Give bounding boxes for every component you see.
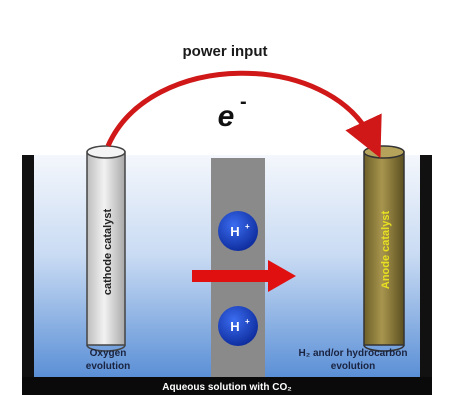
ion-top-symbol: H — [230, 224, 239, 239]
ion-bottom-symbol: H — [230, 319, 239, 334]
proton-transport-arrow — [192, 260, 296, 292]
anode-caption-line2: evolution — [331, 361, 375, 372]
anode-label: Anode catalyst — [380, 211, 392, 290]
power-input-label: power input — [183, 43, 268, 60]
cathode-caption-line1: Oxygen — [90, 348, 127, 359]
anode-electrode: Anode catalyst — [363, 145, 405, 352]
ion-top-charge: + — [245, 222, 250, 231]
solution-label-bar — [22, 377, 432, 395]
container-right-wall — [420, 155, 432, 383]
proton-ion-bottom: H + — [218, 306, 258, 346]
cathode-caption-line2: evolution — [86, 361, 130, 372]
cathode-label: cathode catalyst — [102, 209, 114, 296]
ion-bottom-charge: + — [245, 317, 250, 326]
cathode-electrode: cathode catalyst — [86, 145, 126, 352]
electron-symbol: e — [218, 100, 235, 133]
electron-charge: - — [240, 91, 247, 113]
anode-caption-line1: H₂ and/or hydrocarbon — [299, 348, 408, 359]
electron-flow-arrow — [105, 70, 382, 159]
solution-label: Aqueous solution with CO₂ — [162, 382, 291, 393]
container-left-wall — [22, 155, 34, 383]
proton-ion-top: H + — [218, 211, 258, 251]
